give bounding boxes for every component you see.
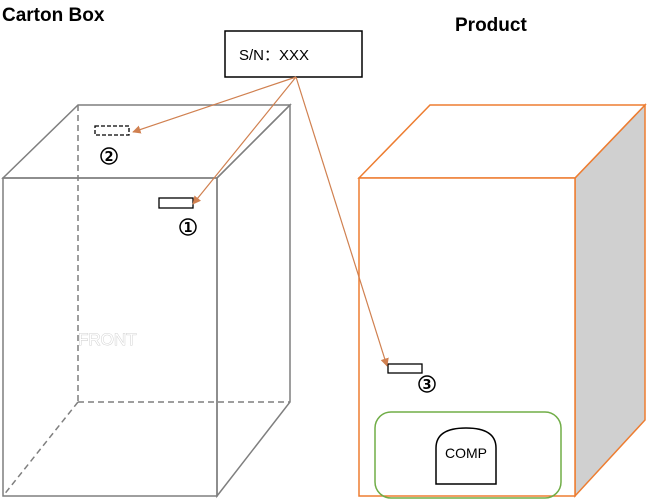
label-position-3 <box>388 364 422 373</box>
carton-side-face <box>217 105 290 496</box>
label-position-2 <box>95 126 129 135</box>
serial-number-label: S/N：XXX <box>225 31 362 77</box>
carton-hidden-edge-depth <box>3 402 78 496</box>
marker-1-text: 1 <box>183 221 192 236</box>
front-label: FRONT <box>78 330 137 349</box>
marker-2: 2 <box>101 148 117 165</box>
carton-box-title: Carton Box <box>2 5 105 26</box>
carton-box <box>3 105 290 496</box>
comp-label: COMP <box>445 445 487 461</box>
label-position-1 <box>159 198 193 208</box>
arrows <box>133 77 387 366</box>
serial-number-text: S/N：XXX <box>239 47 309 64</box>
marker-3-text: 3 <box>422 378 431 393</box>
product-box <box>359 105 645 496</box>
marker-2-text: 2 <box>104 150 113 165</box>
marker-1: 1 <box>180 219 196 236</box>
comp-block: COMP <box>436 428 496 484</box>
arrow-to-position-1 <box>193 77 296 204</box>
carton-top-face <box>3 105 290 178</box>
marker-3: 3 <box>419 376 435 393</box>
product-title: Product <box>455 15 527 36</box>
